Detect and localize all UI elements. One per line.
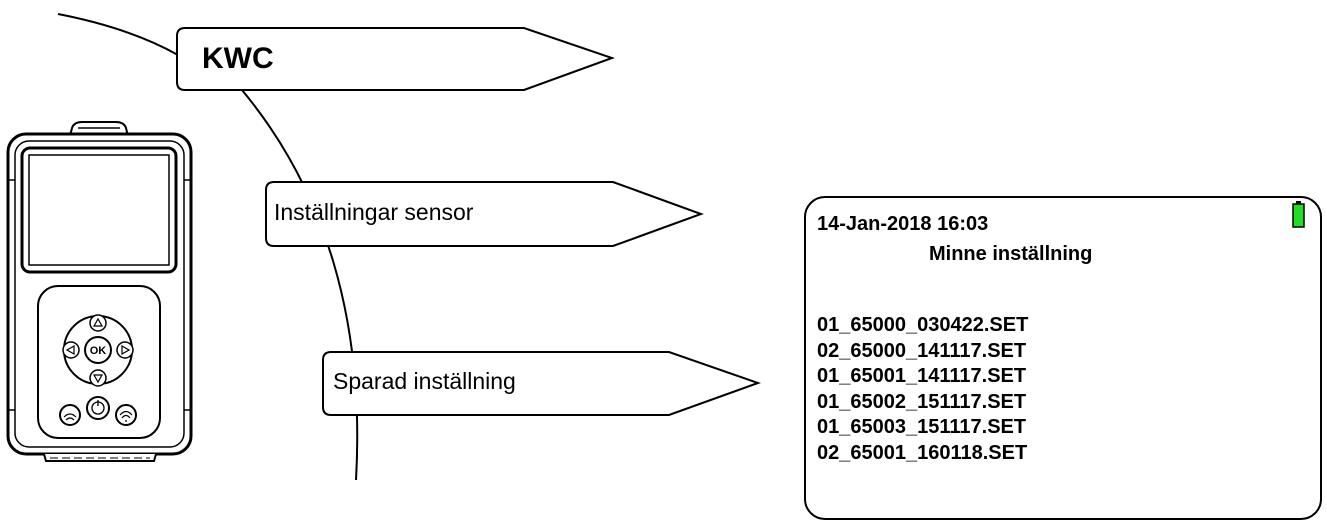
ok-button-label: OK — [90, 345, 107, 357]
battery-icon — [1292, 201, 1305, 228]
ok-button[interactable] — [84, 336, 112, 364]
saved-setting-file[interactable]: 02_65001_160118.SET — [817, 441, 1028, 464]
left-arrow-icon — [65, 344, 75, 356]
saved-setting-file[interactable]: 01_65000_030422.SET — [817, 314, 1029, 336]
menu-tag-saved-setting[interactable] — [322, 351, 761, 416]
left-arrow-button[interactable] — [62, 341, 80, 359]
handheld-device: OK — [6, 121, 193, 462]
device-keypad-panel — [37, 285, 161, 439]
device-screen — [20, 146, 178, 274]
right-soft-button[interactable] — [115, 404, 137, 426]
menu-label-kwc: KWC — [202, 42, 274, 75]
screen-title: Minne inställning — [929, 243, 1093, 265]
right-arrow-icon — [121, 344, 131, 356]
saved-settings-list: 01_65000_030422.SET 02_65000_141117.SET … — [817, 313, 1028, 466]
saved-setting-file[interactable]: 01_65002_151117.SET — [817, 390, 1027, 413]
menu-connector-curve — [241, 89, 359, 481]
saved-setting-file[interactable]: 02_65000_141117.SET — [817, 339, 1027, 362]
display-screen-frame — [804, 196, 1322, 520]
menu-label-saved-setting: Sparad inställning — [333, 368, 516, 394]
menu-connector-top — [57, 13, 179, 56]
up-arrow-icon — [92, 317, 104, 327]
wireless-icon — [119, 410, 133, 422]
down-arrow-icon — [92, 374, 104, 384]
power-button[interactable] — [86, 396, 110, 420]
right-arrow-button[interactable] — [116, 341, 134, 359]
saved-setting-file[interactable]: 01_65003_151117.SET — [817, 416, 1027, 438]
menu-tag-kwc[interactable] — [176, 27, 616, 91]
menu-label-sensor-settings: Inställningar sensor — [274, 199, 474, 225]
signal-icon — [63, 413, 77, 421]
menu-tag-sensor-settings[interactable] — [265, 181, 704, 247]
up-arrow-button[interactable] — [89, 314, 107, 332]
down-arrow-button[interactable] — [89, 369, 107, 387]
saved-setting-file[interactable]: 01_65001_141117.SET — [817, 365, 1027, 387]
screen-datetime: 14-Jan-2018 16:03 — [817, 213, 989, 235]
left-soft-button[interactable] — [59, 404, 81, 426]
